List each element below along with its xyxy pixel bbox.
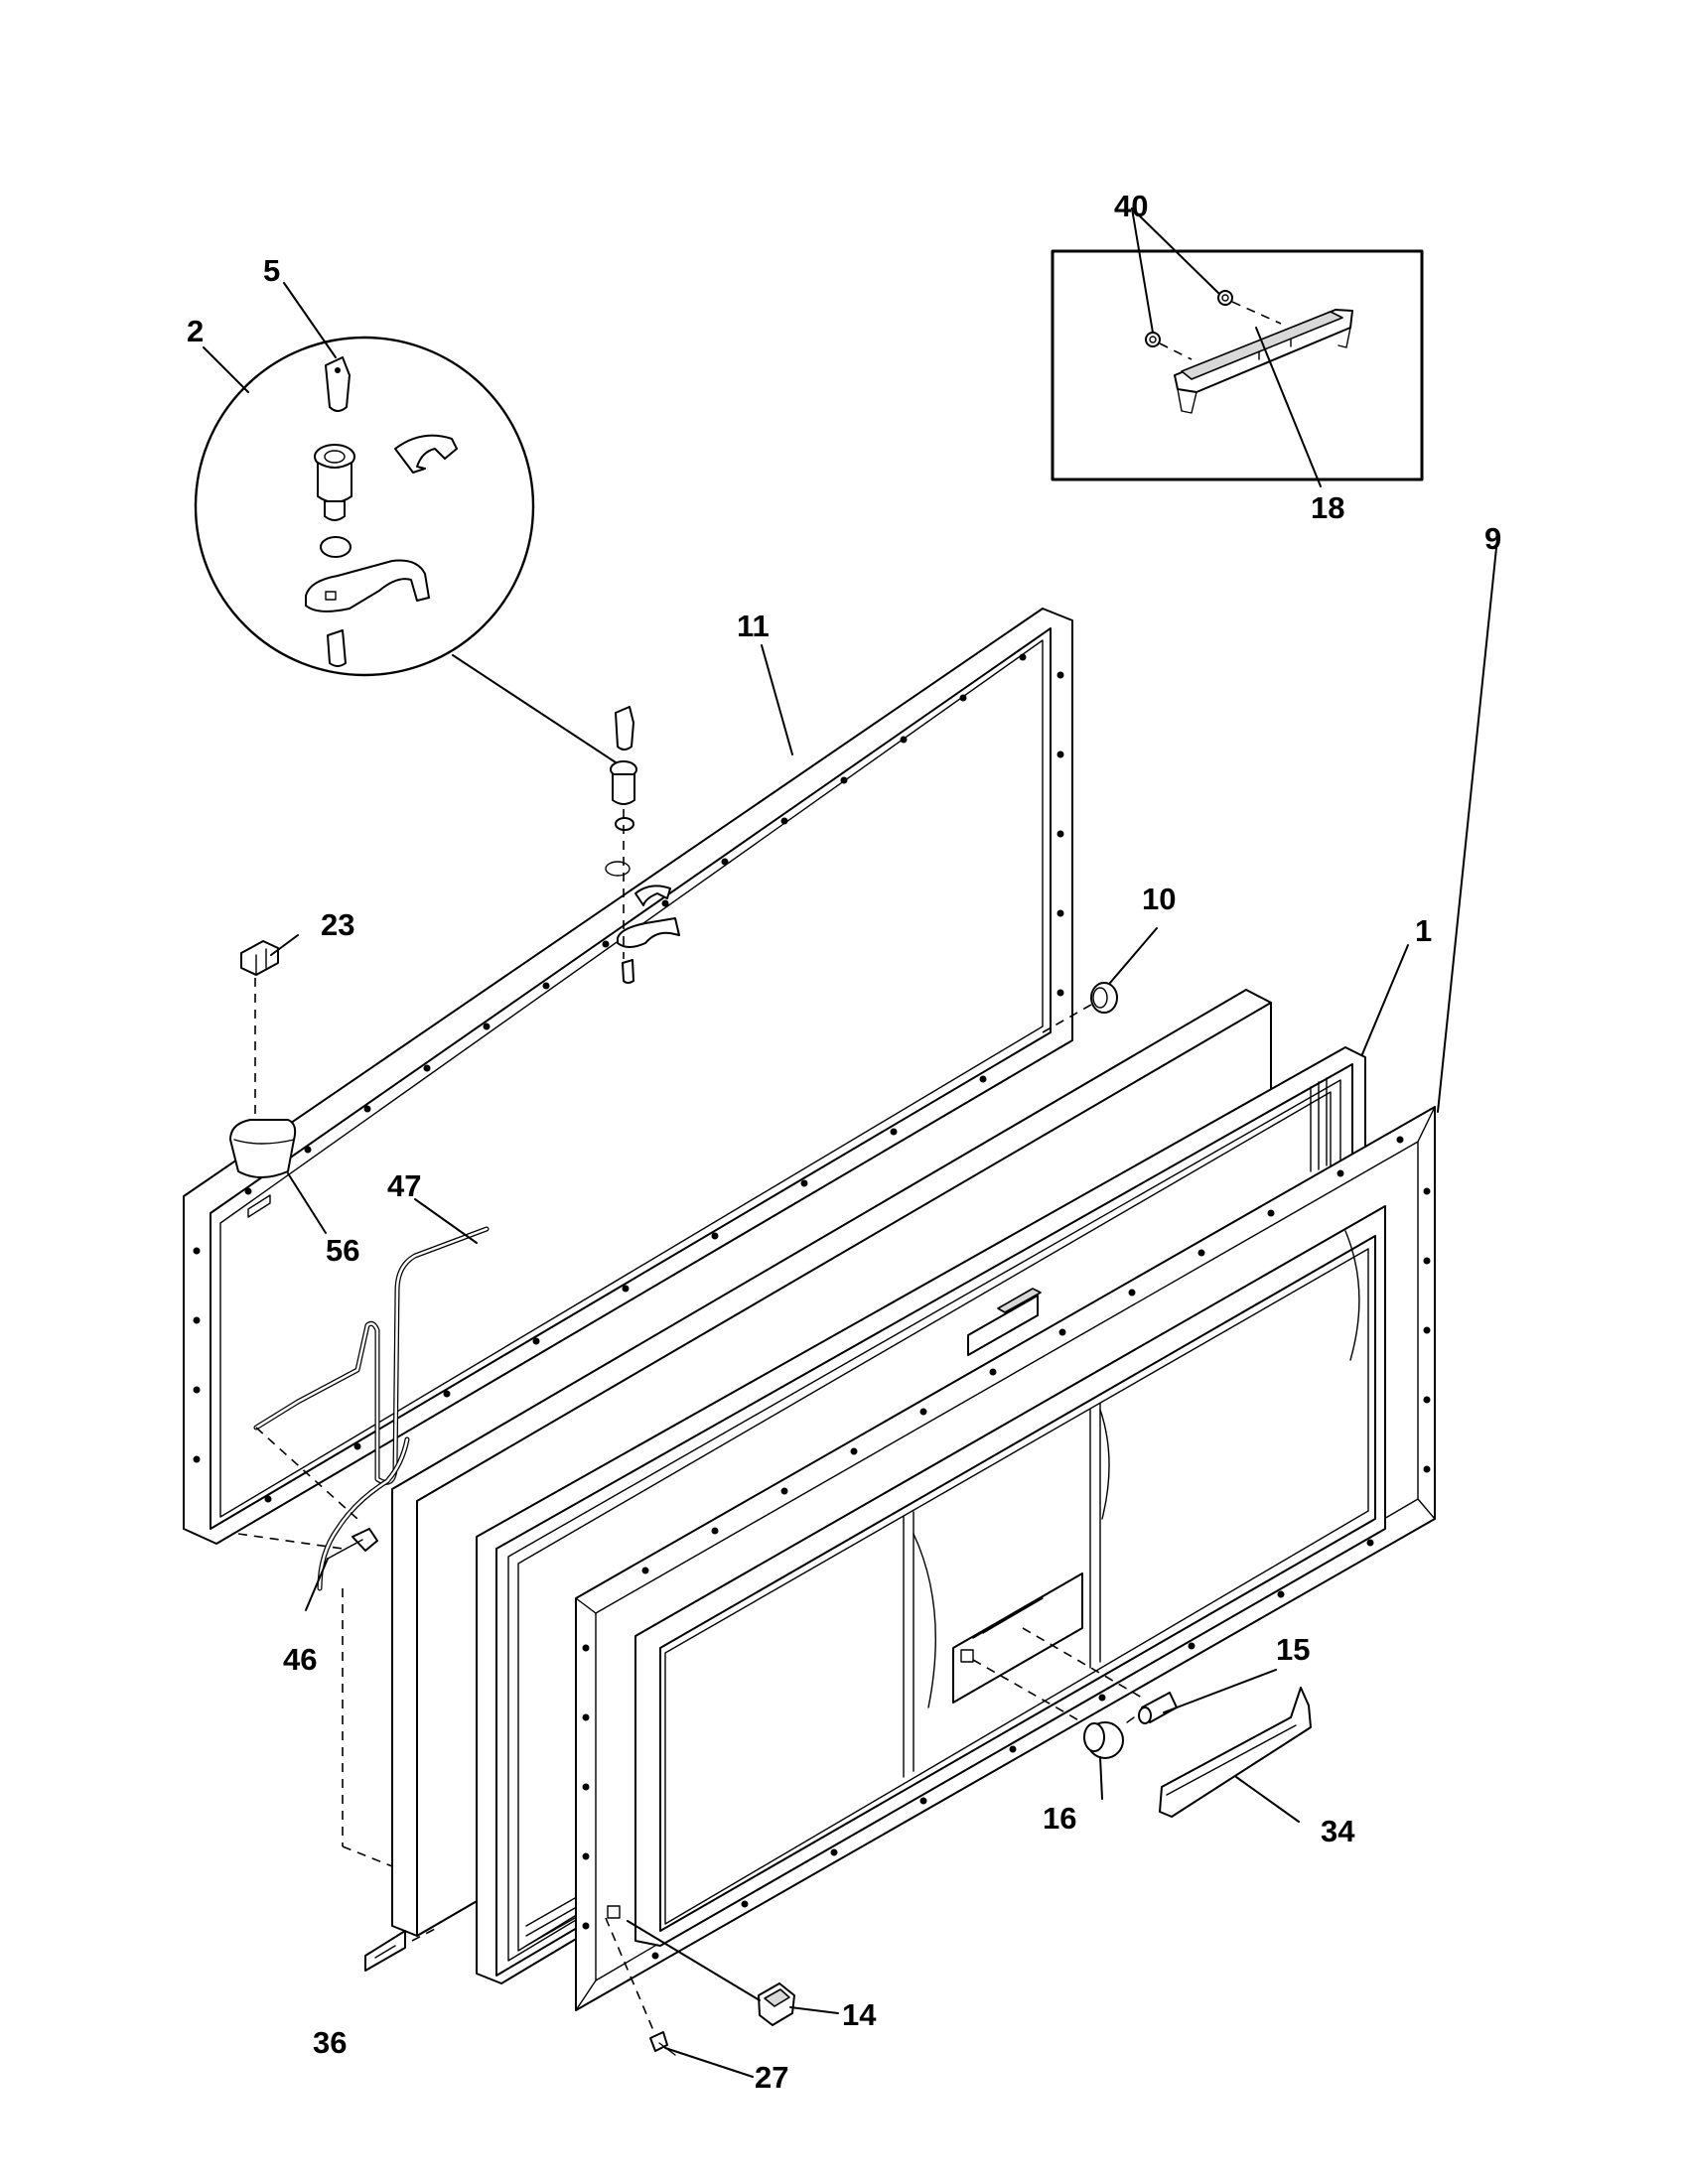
callout-15: 15 xyxy=(1276,1632,1310,1667)
thermostat-shaft xyxy=(1126,1692,1178,1724)
heater-wire xyxy=(253,1226,490,1591)
callout-5: 5 xyxy=(263,253,280,288)
callout-18: 18 xyxy=(1311,490,1344,525)
bumper-part xyxy=(1042,982,1118,1033)
callout-27: 27 xyxy=(755,2060,788,2095)
leader-lines xyxy=(203,207,1497,2078)
lid-frame-holes xyxy=(193,653,1064,1503)
callout-14: 14 xyxy=(842,1997,877,2032)
lid-lock-assembly xyxy=(605,706,680,984)
thermostat-knob xyxy=(1083,1721,1124,1759)
callout-34: 34 xyxy=(1321,1814,1355,1848)
light-switch xyxy=(758,1982,795,2026)
callout-11: 11 xyxy=(737,609,770,643)
callout-labels: 1 2 5 9 10 11 14 15 16 18 23 27 34 36 40… xyxy=(187,189,1501,2095)
latch-part xyxy=(240,940,279,1181)
callout-2: 2 xyxy=(187,314,204,348)
callout-36: 36 xyxy=(313,2025,347,2060)
callout-23: 23 xyxy=(321,907,354,942)
lock-detail-circle xyxy=(194,336,535,677)
lid-liner-frame xyxy=(183,608,1073,1545)
kick-plate xyxy=(1159,1687,1312,1818)
door-frame-holes xyxy=(582,1136,1431,1960)
handle-inset-box xyxy=(1051,249,1424,481)
push-pin xyxy=(649,2031,676,2056)
screw-part xyxy=(327,1528,378,1560)
callout-1: 1 xyxy=(1415,913,1432,948)
callout-40: 40 xyxy=(1114,189,1148,223)
hinge-cover-36 xyxy=(364,1930,406,1972)
callout-47: 47 xyxy=(387,1168,421,1203)
hanger-part xyxy=(229,1119,297,1178)
callout-16: 16 xyxy=(1043,1801,1076,1836)
callout-46: 46 xyxy=(283,1642,317,1677)
callout-9: 9 xyxy=(1484,521,1501,556)
callout-56: 56 xyxy=(326,1233,359,1268)
door-inner-liner xyxy=(634,1205,1386,1947)
callout-10: 10 xyxy=(1142,882,1176,916)
